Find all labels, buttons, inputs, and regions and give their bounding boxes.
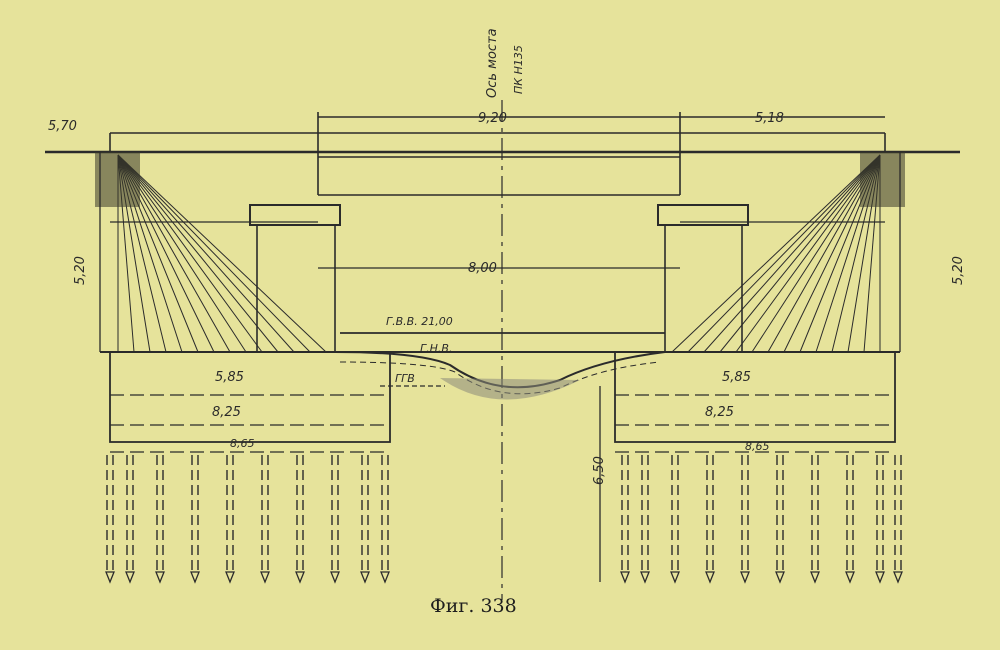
pile-tip	[845, 571, 855, 584]
right-abutment	[657, 204, 749, 352]
label-right-grillage-3: 8,65	[745, 440, 770, 453]
pile-tip	[190, 571, 200, 584]
label-picket: ПК Н135	[512, 45, 525, 94]
pile-tip	[740, 571, 750, 584]
left-abutment	[249, 204, 341, 352]
pile-tip	[295, 571, 305, 584]
right-pile-group	[620, 455, 903, 584]
slope-line	[117, 154, 327, 353]
label-left-elevation: 5,70	[48, 119, 77, 134]
pile-tip	[810, 571, 820, 584]
figure-caption: Фиг. 338	[430, 595, 517, 617]
pile-tip	[705, 571, 715, 584]
slope-line	[703, 154, 881, 353]
label-right-span: 5,18	[755, 111, 784, 126]
label-left-grillage-3: 8,65	[230, 437, 255, 450]
label-low-water: Г.Н.В.	[420, 342, 452, 355]
pile-tip	[670, 571, 680, 584]
label-left-grillage-1: 5,85	[215, 370, 244, 385]
right-grillage	[614, 351, 896, 453]
pile-tip	[105, 571, 115, 584]
label-left-height: 5,20	[73, 256, 88, 285]
slope-line	[671, 154, 881, 353]
right-embankment-slope	[671, 154, 881, 353]
pile-tip	[360, 571, 370, 584]
label-right-grillage-2: 8,25	[705, 405, 734, 420]
left-grillage	[109, 351, 391, 453]
pile-tip	[640, 571, 650, 584]
slope-line	[117, 154, 295, 353]
label-pile-depth: 6,50	[592, 456, 607, 485]
pile-tip	[125, 571, 135, 584]
label-bridge-span: 9,20	[478, 111, 507, 126]
slope-line	[117, 154, 311, 353]
label-water-level: ГГВ	[395, 372, 415, 385]
river-channel	[334, 332, 666, 400]
slope-line	[117, 154, 263, 353]
label-right-grillage-1: 5,85	[722, 370, 751, 385]
slope-line	[735, 154, 881, 353]
left-soil-hatch	[95, 152, 140, 207]
pile-tip	[893, 571, 903, 584]
slope-line	[687, 154, 881, 353]
label-high-water: Г.В.В. 21,00	[386, 315, 453, 328]
pile-tip	[620, 571, 630, 584]
right-soil-hatch	[860, 152, 905, 207]
pile-tip	[225, 571, 235, 584]
label-clear-span: 8,00	[468, 261, 497, 276]
label-right-height: 5,20	[951, 256, 966, 285]
pile-tip	[155, 571, 165, 584]
pile-tip	[775, 571, 785, 584]
label-left-grillage-2: 8,25	[212, 405, 241, 420]
label-bridge-axis: Ось моста	[485, 28, 500, 98]
slope-line	[751, 154, 881, 353]
pile-tip	[875, 571, 885, 584]
slope-line	[117, 154, 279, 353]
left-pile-group	[105, 455, 390, 584]
slope-line	[719, 154, 881, 353]
pile-tip	[380, 571, 390, 584]
left-embankment-slope	[117, 154, 327, 353]
pile-tip	[330, 571, 340, 584]
pile-tip	[260, 571, 270, 584]
